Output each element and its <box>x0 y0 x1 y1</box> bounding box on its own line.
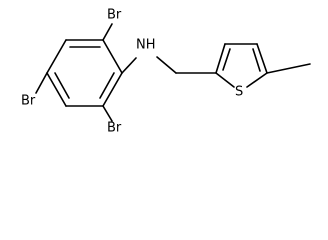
atom-label-sulfur: S <box>235 85 243 100</box>
bond-c2-br-top <box>102 23 113 41</box>
bond-thio-double-a <box>222 48 231 71</box>
atom-label-nh: NH <box>136 38 156 53</box>
bond-ring-c6-c1 <box>102 72 123 107</box>
atom-label-br-left: Br <box>21 94 36 109</box>
bond-c4-br-left <box>35 72 48 94</box>
bond-thio-methyl <box>266 63 311 74</box>
atom-label-br-bottom: Br <box>107 121 122 136</box>
bond-nh-ch2 <box>156 56 177 74</box>
structure-svg: Br Br Br NH S <box>21 8 311 136</box>
bond-thio-double-b <box>252 48 261 72</box>
bond-ring-c3-c4 <box>46 39 67 74</box>
bond-c6-br-bottom <box>102 105 113 122</box>
bond-thio-c5-s <box>246 72 268 88</box>
bond-ring-double-inner-b <box>54 72 70 99</box>
benzene-ring <box>46 39 123 107</box>
bond-ring-double-inner-c <box>99 72 115 99</box>
molecule-structure-diagram: Br Br Br NH S <box>21 8 311 136</box>
bond-thio-s-c2 <box>215 72 235 88</box>
thiophene-ring <box>215 43 268 88</box>
bond-thio-c2-c3 <box>215 43 226 74</box>
atom-label-br-top: Br <box>107 8 122 23</box>
bond-c1-nh <box>121 57 137 74</box>
bond-ring-c4-c5 <box>46 72 67 107</box>
bond-ring-c1-c2 <box>102 39 123 74</box>
bond-thio-c4-c5 <box>256 43 268 74</box>
